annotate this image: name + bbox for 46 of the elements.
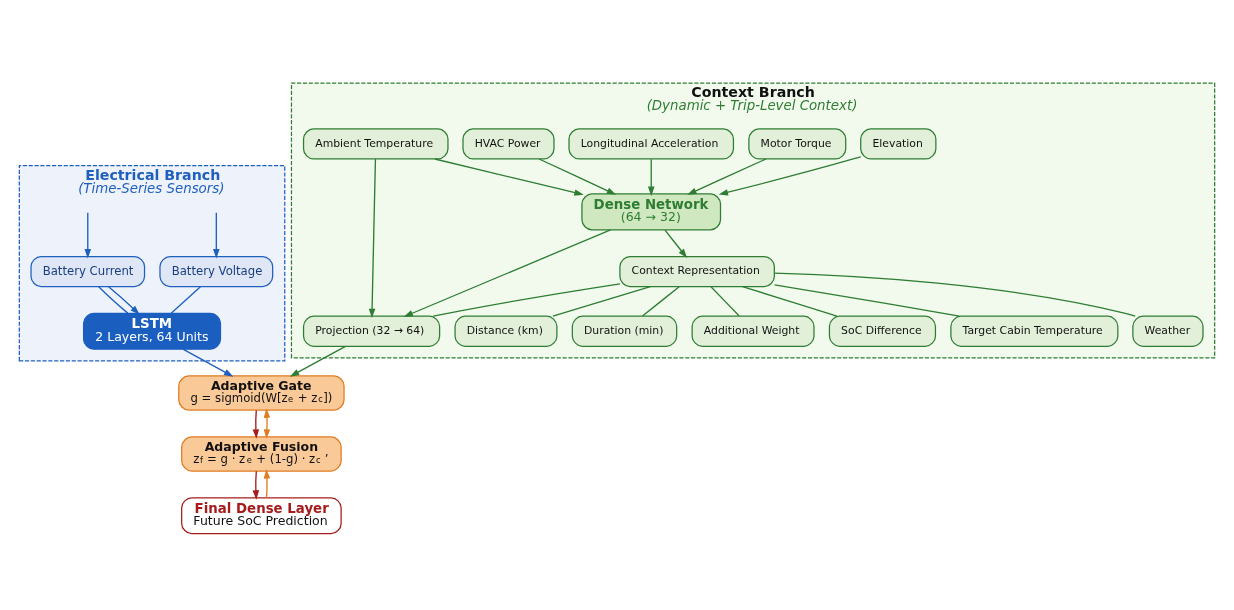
node-box: Battery Voltage <box>159 255 274 288</box>
node-box: Adaptive Fusion zf = g · ze + (1-g) · zc ’ <box>181 436 342 472</box>
node-box: Weather <box>1132 315 1204 347</box>
arrow <box>107 286 140 315</box>
node-box: Target Cabin Temperature <box>950 315 1119 347</box>
arrow <box>84 212 92 259</box>
arrow <box>538 158 617 195</box>
node-box: Battery Current <box>30 255 146 288</box>
node-box: SoC Difference <box>828 315 937 347</box>
node-box: Elevation <box>860 128 937 160</box>
connector <box>741 285 838 317</box>
node-box: Duration (min) <box>571 315 678 347</box>
node-box: Motor Torque <box>748 128 847 160</box>
arrow <box>664 229 688 259</box>
arrow <box>263 408 271 439</box>
arrow <box>368 158 377 319</box>
node-box: Additional Weight <box>691 315 815 347</box>
connector <box>98 286 129 314</box>
connector <box>773 284 961 317</box>
node-box: Final Dense Layer Future SoC Prediction <box>181 497 342 535</box>
connector <box>432 283 621 317</box>
connector <box>170 286 202 314</box>
arrow <box>213 212 220 259</box>
arrow <box>434 158 584 196</box>
arrow <box>252 409 260 439</box>
node-box: HVAC Power <box>462 128 555 160</box>
arrow <box>182 348 234 377</box>
node-box: Context Representation <box>619 255 775 288</box>
node-box: Ambient Temperature <box>302 128 449 160</box>
node-box: Distance (km) <box>454 315 558 347</box>
connector <box>641 286 680 317</box>
arrow <box>289 345 347 377</box>
arrow <box>718 156 862 196</box>
arrow <box>252 470 260 500</box>
arrow <box>403 229 612 317</box>
arrow <box>263 469 271 499</box>
node-box: Projection (32 → 64) <box>302 315 441 347</box>
connector <box>773 272 1136 317</box>
connector <box>710 286 740 317</box>
node-box: Longitudinal Acceleration <box>568 128 735 160</box>
arrow <box>647 158 655 196</box>
node-box: LSTM 2 Layers, 64 Units <box>82 312 222 350</box>
arrow <box>687 158 767 195</box>
node-box: Adaptive Gate g = sigmoid(W[ze + zc]) <box>178 375 345 411</box>
connector <box>552 285 652 317</box>
node-box: Dense Network (64 → 32) <box>581 193 722 231</box>
